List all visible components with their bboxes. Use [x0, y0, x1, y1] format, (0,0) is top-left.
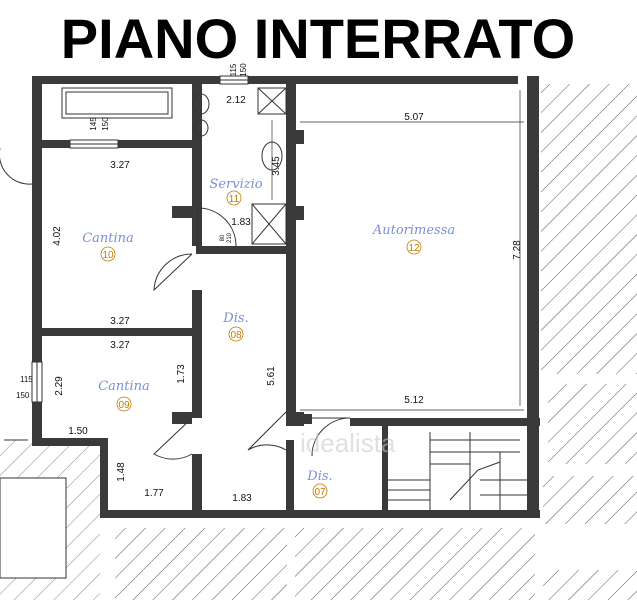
dimension-values: 3.27 4.02 3.27 3.27 2.29 1.73 1.50 1.48 …	[52, 95, 523, 504]
dim-507: 5.07	[404, 112, 424, 123]
doors	[0, 148, 351, 460]
room-number-11: 11	[229, 194, 240, 205]
room-number-07: 07	[314, 487, 326, 498]
washing-machine-icon	[257, 87, 287, 115]
door-210: 210	[227, 232, 233, 243]
opening-cantina-145: 145	[89, 117, 98, 131]
dim-148: 1.48	[116, 462, 127, 482]
room-label-autorimessa: Autorimessa	[372, 223, 455, 238]
dim-173: 1.73	[176, 364, 187, 384]
room-number-10: 10	[102, 250, 114, 261]
room-label-cantina-10: Cantina	[82, 231, 134, 246]
toilet-icon	[192, 93, 210, 115]
door-80: 80	[220, 234, 226, 241]
dim-183-upper: 1.83	[231, 217, 251, 228]
room-labels: Cantina 10 Cantina 09 Servizio 11 Dis. 0…	[82, 177, 455, 499]
dim-512: 5.12	[404, 395, 424, 406]
dim-150: 1.50	[68, 426, 88, 437]
watermark: idealista	[300, 428, 396, 458]
dim-327-mid: 3.27	[110, 316, 130, 327]
staircase	[388, 432, 527, 510]
room-number-12: 12	[408, 243, 420, 254]
room-number-08: 08	[230, 330, 242, 341]
dim-327-top: 3.27	[110, 160, 130, 171]
dim-345: 3.45	[271, 156, 282, 176]
dim-402: 4.02	[52, 226, 63, 246]
opening-left-115: 115	[20, 375, 33, 384]
opening-top-115: 115	[229, 63, 238, 76]
dim-327-low: 3.27	[110, 340, 130, 351]
dimension-lines	[271, 90, 524, 411]
dim-212: 2.12	[226, 95, 246, 106]
room-label-dis-07: Dis.	[306, 469, 332, 484]
room-label-cantina-09: Cantina	[98, 379, 150, 394]
walls	[32, 76, 540, 518]
plan-title: PIANO INTERRATO	[61, 7, 575, 70]
room-label-servizio: Servizio	[209, 177, 262, 192]
opening-cantina-150: 150	[101, 117, 110, 131]
opening-labels: 115 150 145 150 115 150 80 210	[16, 63, 248, 400]
dim-728: 7.28	[512, 240, 523, 260]
windows	[31, 75, 249, 403]
fixtures	[61, 87, 287, 245]
hatched-areas	[0, 84, 637, 600]
opening-top-150: 150	[239, 63, 248, 77]
opening-left-150: 150	[16, 391, 30, 400]
room-label-dis-08: Dis.	[222, 311, 248, 326]
bidet-icon	[193, 119, 209, 137]
dim-229: 2.29	[54, 376, 65, 396]
dim-561: 5.61	[266, 366, 277, 386]
dim-183-lower: 1.83	[232, 493, 252, 504]
room-number-09: 09	[118, 400, 130, 411]
dim-177: 1.77	[144, 488, 164, 499]
shower-icon	[251, 203, 287, 245]
